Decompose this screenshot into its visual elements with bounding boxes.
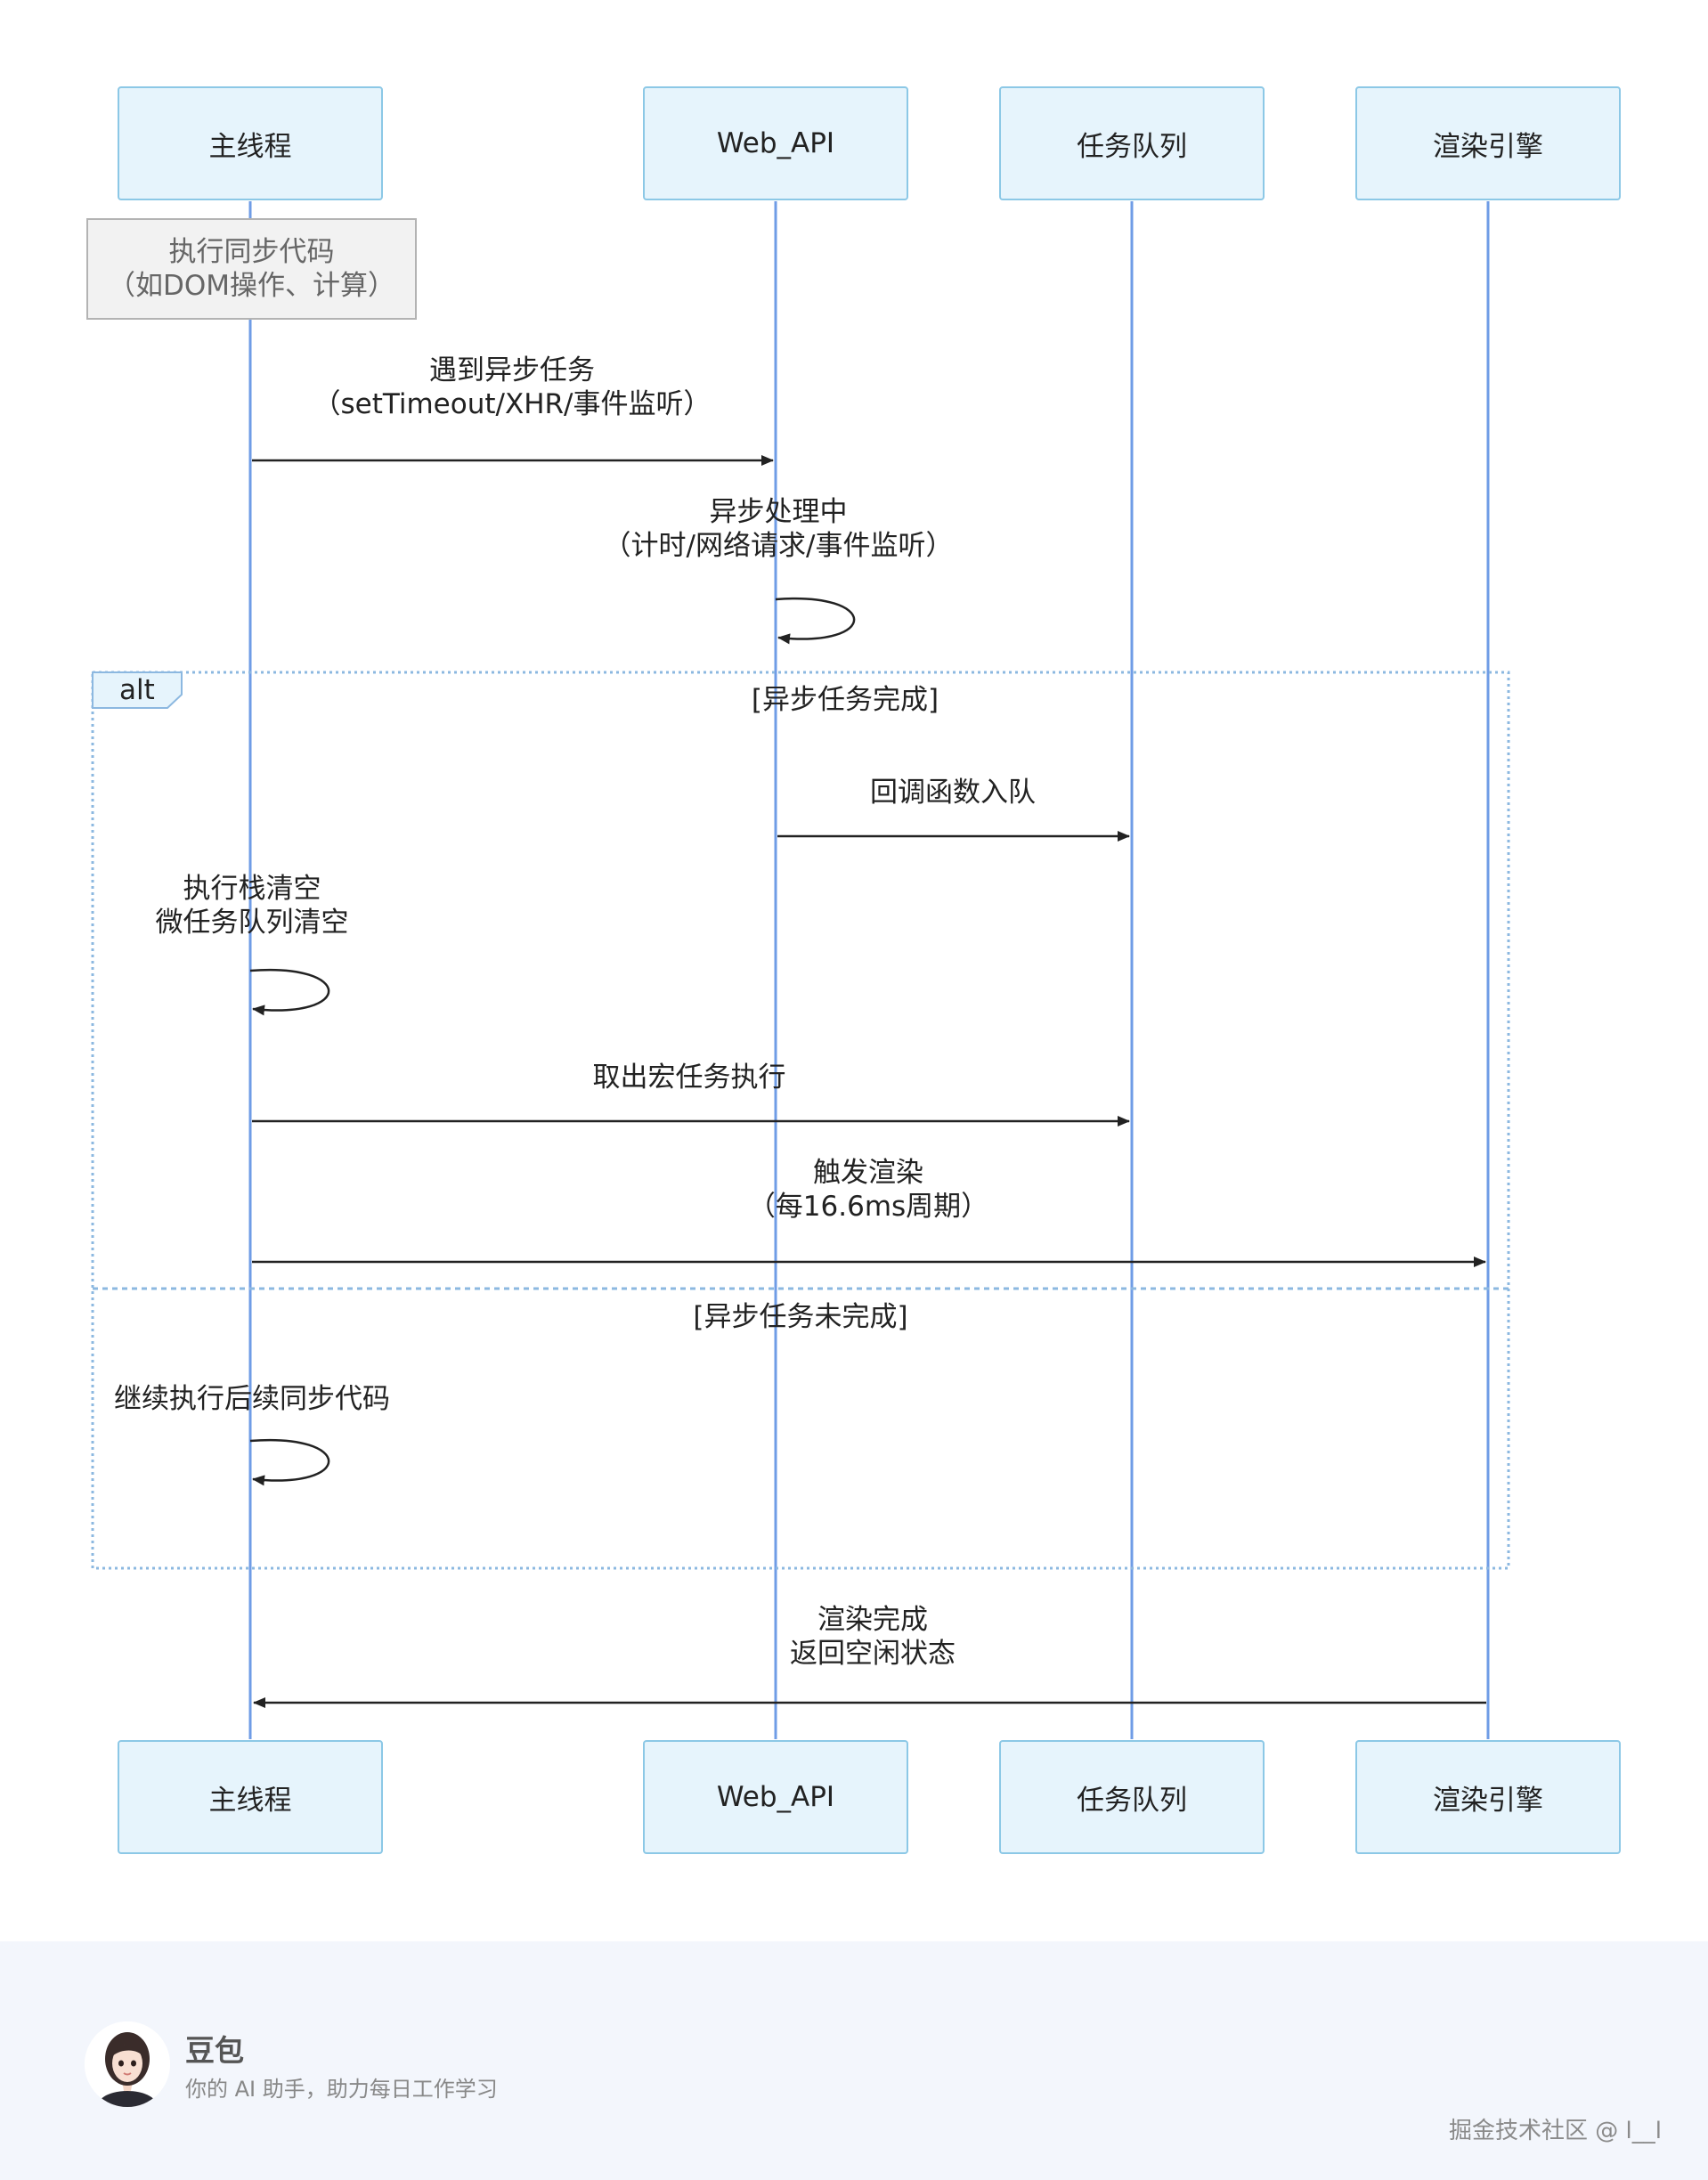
actor-web-api-top: Web_API	[643, 86, 908, 200]
m2-line-1: 异步处理中	[709, 496, 848, 528]
m8-line-1: 渲染完成	[817, 1604, 928, 1636]
message-label-m2: 异步处理中 （计时/网络请求/事件监听）	[604, 495, 954, 563]
message-label-m6: 触发渲染 （每16.6ms周期）	[748, 1156, 988, 1224]
m8-line-2: 返回空闲状态	[790, 1638, 956, 1670]
note-sync-code: 执行同步代码 （如DOM操作、计算）	[86, 218, 417, 320]
message-label-m1: 遇到异步任务 （setTimeout/XHR/事件监听）	[313, 354, 712, 421]
m3-line-1: 回调函数入队	[870, 777, 1036, 809]
note-line-2: （如DOM操作、计算）	[107, 270, 396, 302]
doubao-avatar	[85, 2021, 170, 2107]
m4-line-1: 执行栈清空	[183, 873, 321, 905]
message-label-m5: 取出宏任务执行	[593, 1061, 786, 1094]
m4-line-2: 微任务队列清空	[155, 907, 349, 939]
m1-line-1: 遇到异步任务	[429, 354, 595, 386]
juejin-watermark: 掘金技术社区 @ l__l	[1449, 2118, 1662, 2144]
alt-label: alt	[119, 674, 155, 706]
m1-line-2: （setTimeout/XHR/事件监听）	[313, 388, 712, 420]
actor-render-engine-bottom: 渲染引擎	[1355, 1740, 1621, 1854]
alt-label-box	[92, 671, 183, 709]
message-label-m7: 继续执行后续同步代码	[114, 1382, 390, 1416]
brand-name: 豆包	[185, 2033, 244, 2068]
m5-line-1: 取出宏任务执行	[592, 1062, 786, 1094]
m6-line-2: （每16.6ms周期）	[747, 1191, 989, 1223]
avatar-illustration	[85, 2021, 170, 2107]
message-label-m4: 执行栈清空 微任务队列清空	[156, 872, 349, 940]
alt-frame	[91, 671, 1510, 1570]
diagram-lines	[91, 201, 1510, 1739]
actor-task-queue-top: 任务队列	[999, 86, 1265, 200]
actor-render-engine-top: 渲染引擎	[1355, 86, 1621, 200]
actor-task-queue-bottom: 任务队列	[999, 1740, 1265, 1854]
m2-line-2: （计时/网络请求/事件监听）	[603, 530, 954, 562]
alt-condition-complete: [异步任务完成]	[751, 684, 939, 716]
brand-tagline: 你的 AI 助手，助力每日工作学习	[185, 2077, 498, 2102]
message-label-m3: 回调函数入队	[870, 776, 1036, 809]
m7-line-1: 继续执行后续同步代码	[114, 1383, 390, 1415]
actor-main-thread-bottom: 主线程	[118, 1740, 383, 1854]
message-label-m8: 渲染完成 返回空闲状态	[790, 1603, 956, 1671]
actor-main-thread-top: 主线程	[118, 86, 383, 200]
arrow-m7-self	[249, 1438, 330, 1486]
actor-web-api-bottom: Web_API	[643, 1740, 908, 1854]
footer: 豆包 你的 AI 助手，助力每日工作学习 掘金技术社区 @ l__l	[0, 1941, 1708, 2180]
m6-line-1: 触发渲染	[813, 1157, 923, 1189]
sequence-diagram: 主线程 Web_API 任务队列 渲染引擎 主线程 Web_API 任务队列 渲…	[86, 86, 1621, 1854]
arrow-m4-self	[249, 968, 330, 1016]
note-line-1: 执行同步代码	[168, 236, 335, 268]
alt-condition-incomplete: [异步任务未完成]	[693, 1301, 908, 1333]
arrow-m2-self	[775, 597, 856, 645]
